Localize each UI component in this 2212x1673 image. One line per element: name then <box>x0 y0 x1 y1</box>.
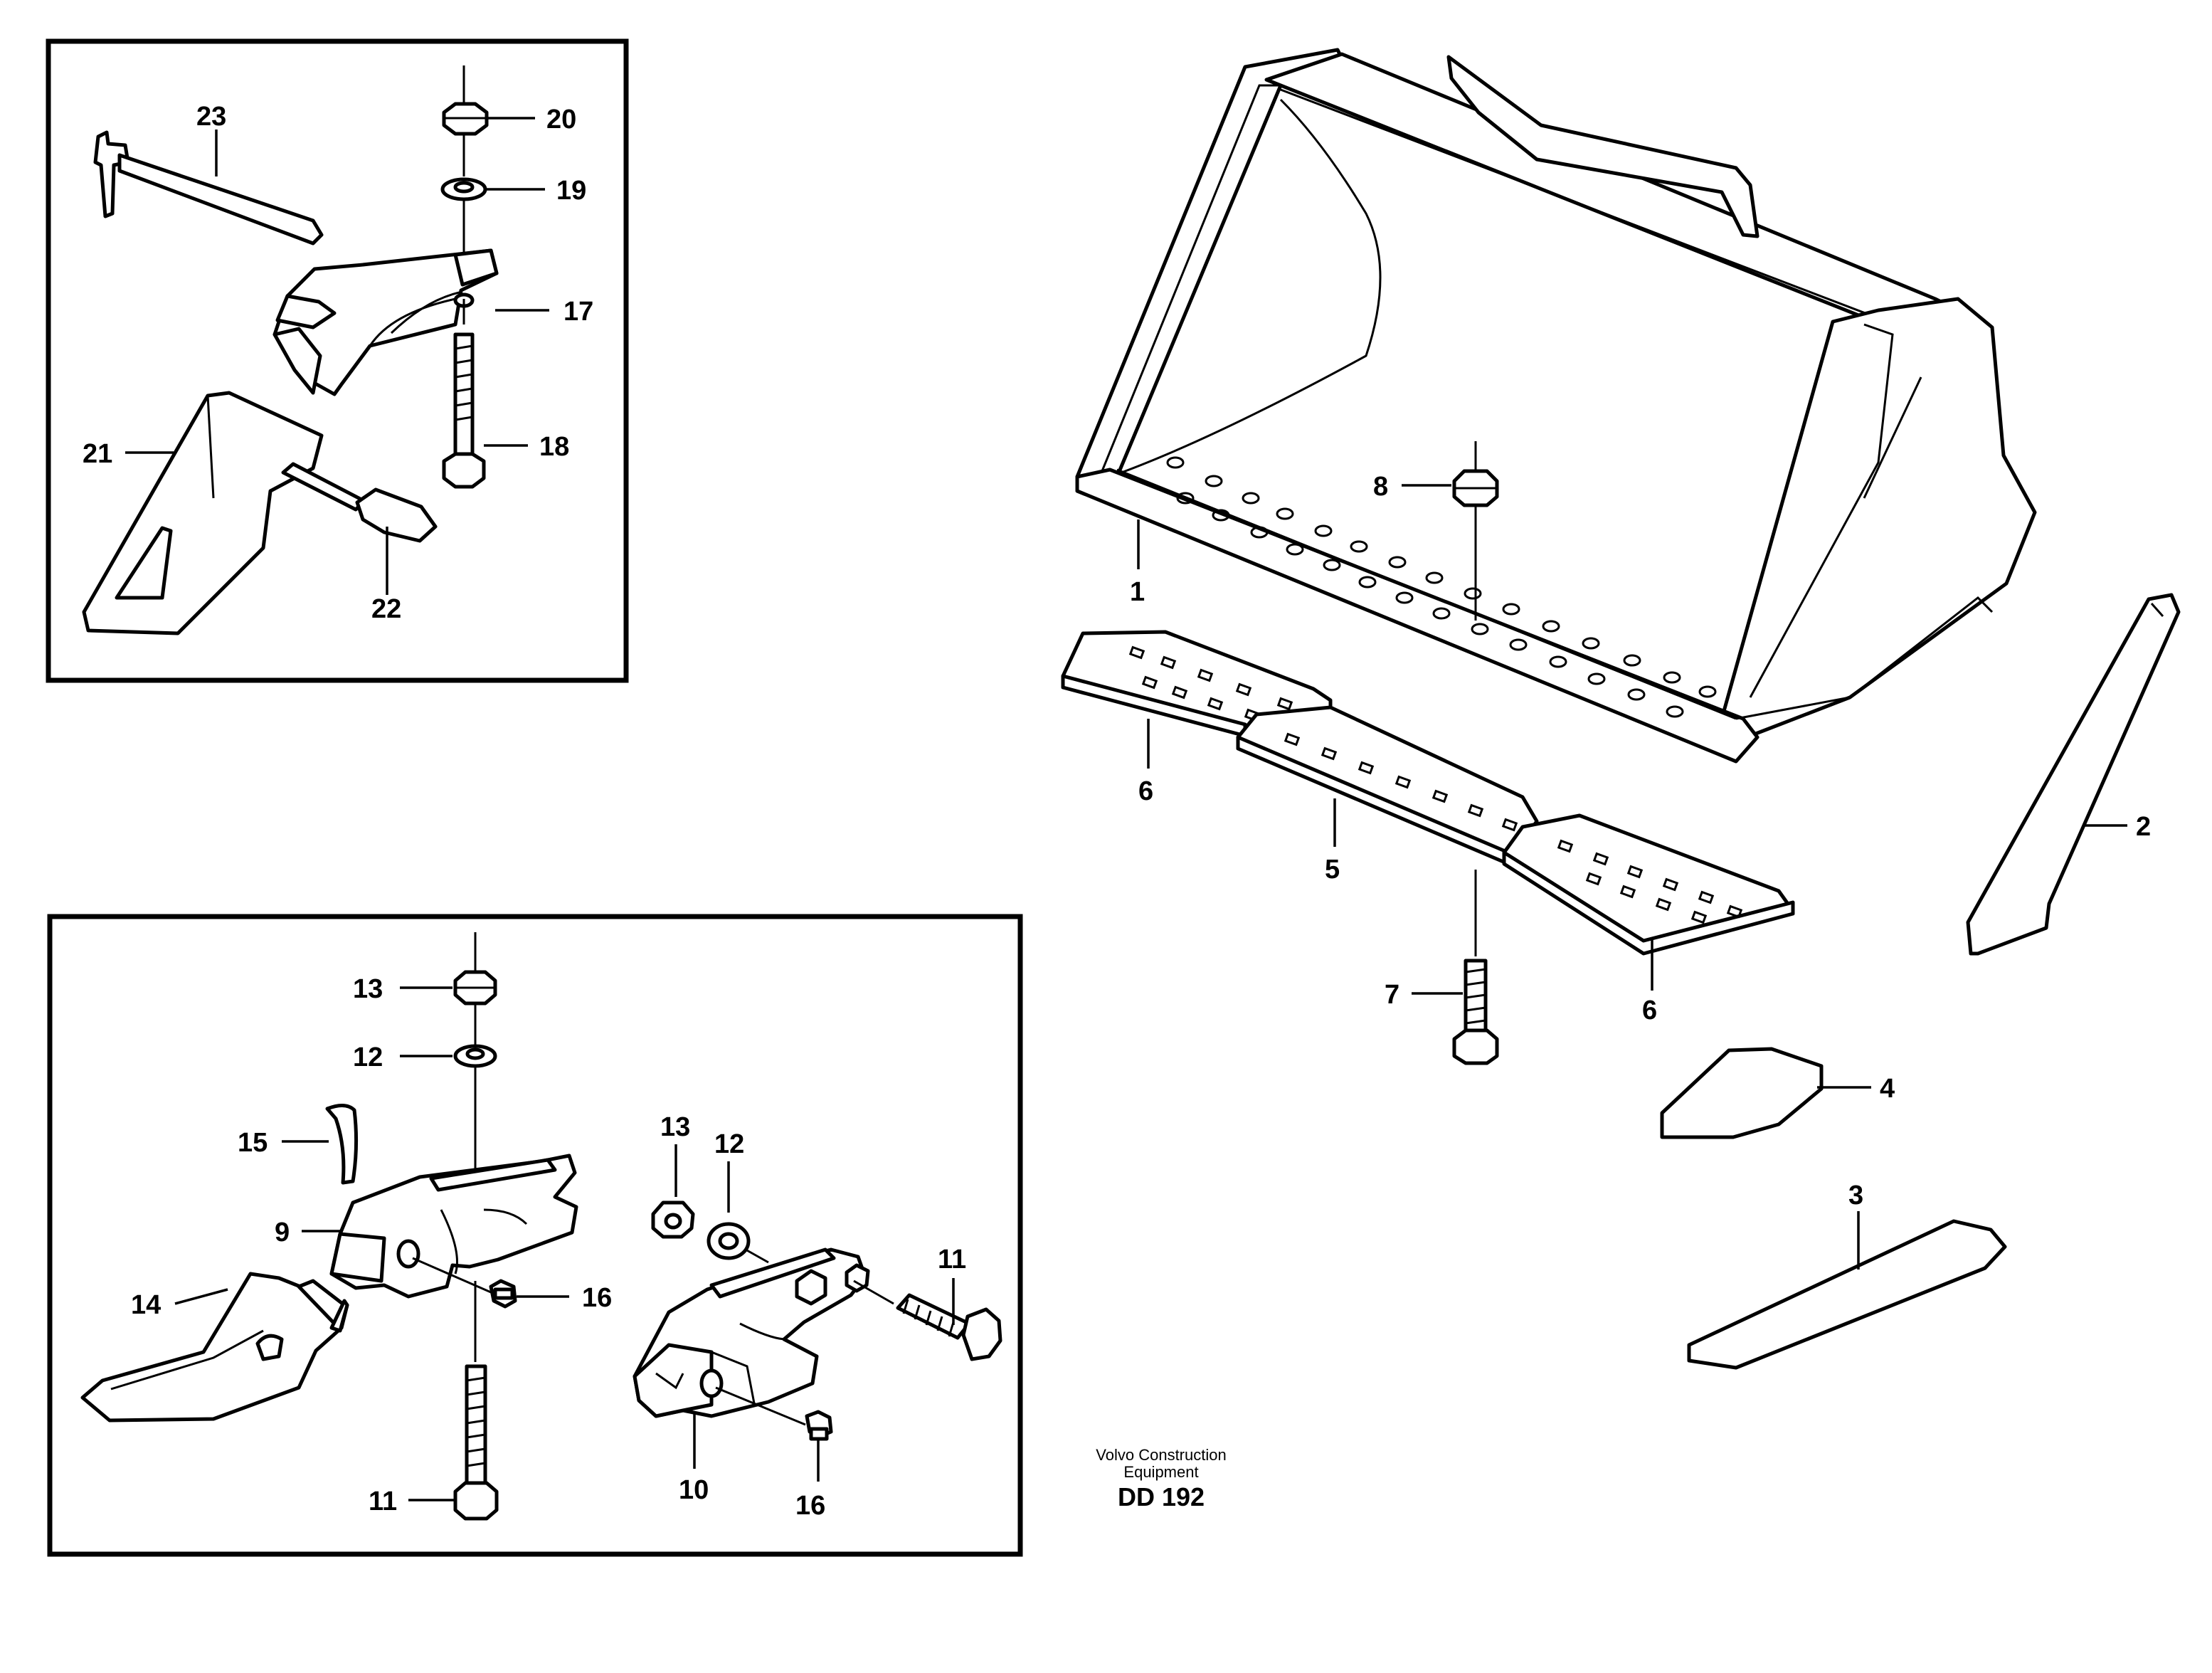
callout-19: 19 <box>556 176 586 206</box>
inset-tooth-system-a <box>46 38 629 683</box>
callout-11-left: 11 <box>369 1487 397 1516</box>
callout-8: 8 <box>1373 472 1388 502</box>
part-20-nut <box>442 65 489 136</box>
callout-14: 14 <box>131 1290 161 1320</box>
callout-21: 21 <box>83 439 112 469</box>
part-4-wear-plate <box>1660 1047 1871 1139</box>
callout-13-left: 13 <box>353 974 383 1004</box>
part-8-nut <box>1402 441 1499 621</box>
part-12-washer-right <box>707 1161 769 1264</box>
callout-6-left: 6 <box>1138 776 1153 806</box>
part-15-locking-clip <box>325 1104 359 1185</box>
callout-7: 7 <box>1385 980 1399 1010</box>
part-11-bolt-right <box>853 1279 1002 1361</box>
inset-frame-bottom <box>47 914 1023 1557</box>
callout-16-left: 16 <box>582 1283 612 1313</box>
part-14-tooth <box>80 1272 349 1423</box>
part-22-pin-lock <box>281 462 438 595</box>
leader-14 <box>174 1288 228 1305</box>
part-5-edge-segment-middle <box>1236 705 1539 866</box>
callout-12-left: 12 <box>353 1043 383 1072</box>
part-13-nut-right <box>651 1144 695 1239</box>
callout-4: 4 <box>1880 1074 1895 1104</box>
part-16-pin-right <box>715 1386 833 1441</box>
callout-15: 15 <box>238 1128 268 1158</box>
part-12-washer-left <box>453 1044 497 1068</box>
callout-17: 17 <box>563 297 593 327</box>
part-17-adapter <box>272 248 499 396</box>
part-19-washer <box>440 134 487 256</box>
part-1-bucket <box>1075 48 2037 764</box>
callout-16-right: 16 <box>795 1491 825 1521</box>
inset-frame-top <box>46 38 629 683</box>
part-9-adapter <box>329 1154 578 1299</box>
callout-23: 23 <box>196 102 226 132</box>
part-6-edge-segment-right <box>1502 813 1795 991</box>
callout-18: 18 <box>539 432 569 462</box>
part-21-tooth <box>82 391 324 635</box>
callout-20: 20 <box>546 105 576 134</box>
part-7-bolt <box>1412 870 1499 1065</box>
callout-2: 2 <box>2136 812 2151 842</box>
callout-3: 3 <box>1848 1181 1863 1210</box>
callout-22: 22 <box>371 594 401 624</box>
drawing-code: DD 192 <box>1118 1482 1205 1511</box>
part-13-nut-left <box>453 970 497 1006</box>
callout-9: 9 <box>275 1218 290 1247</box>
part-23-retainer-pin <box>93 130 324 246</box>
part-18-bolt <box>442 299 486 489</box>
company-name-line1: Volvo Construction <box>1096 1446 1226 1464</box>
part-2-side-cutter <box>1966 593 2181 956</box>
callout-10: 10 <box>679 1475 709 1505</box>
callout-12-right: 12 <box>714 1129 744 1159</box>
part-10-adapter <box>633 1247 870 1418</box>
callout-6-right: 6 <box>1642 996 1657 1025</box>
part-3-wear-strip <box>1687 1211 2007 1370</box>
callout-11-right: 11 <box>938 1245 966 1274</box>
company-name-line2: Equipment <box>1123 1463 1198 1481</box>
callout-1: 1 <box>1130 577 1145 607</box>
part-16-pin-left <box>412 1257 517 1309</box>
callout-5: 5 <box>1325 855 1340 885</box>
bucket-bolt-holes <box>1166 456 1717 718</box>
part-11-bolt-left <box>453 1281 499 1521</box>
inset-tooth-system-b <box>47 914 1023 1557</box>
callout-13-right: 13 <box>660 1112 690 1142</box>
callout-labels: 23 20 19 17 18 21 22 13 12 15 9 14 16 11… <box>83 102 2151 1521</box>
drawing-footer: Volvo Construction Equipment DD 192 <box>1096 1446 1226 1511</box>
